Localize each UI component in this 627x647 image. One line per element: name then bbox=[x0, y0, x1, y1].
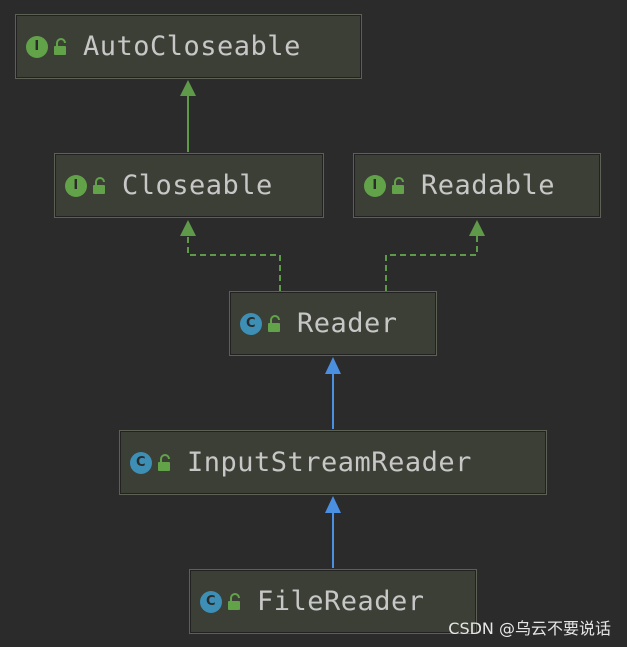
class-icon: C bbox=[130, 451, 152, 474]
edge-reader-closeable bbox=[187, 236, 281, 291]
interface-icon: I bbox=[65, 174, 87, 197]
class-icon: C bbox=[200, 590, 222, 613]
node-label: FileReader bbox=[257, 586, 425, 617]
unlocked-icon bbox=[158, 453, 170, 471]
node-autocloseable[interactable]: I AutoCloseable bbox=[15, 14, 362, 79]
node-reader[interactable]: C Reader bbox=[229, 291, 437, 356]
interface-icon: I bbox=[26, 35, 48, 58]
node-readable[interactable]: I Readable bbox=[353, 153, 601, 218]
abstract-class-icon: C bbox=[240, 312, 262, 335]
unlocked-icon bbox=[228, 592, 240, 610]
arrowhead-autocloseable bbox=[180, 80, 196, 96]
node-label: Readable bbox=[421, 170, 556, 201]
node-label: InputStreamReader bbox=[187, 447, 472, 478]
edge-reader-readable bbox=[385, 236, 478, 291]
node-label: Closeable bbox=[122, 170, 273, 201]
unlocked-icon bbox=[268, 314, 280, 332]
arrowhead-closeable bbox=[180, 220, 196, 236]
node-label: AutoCloseable bbox=[83, 31, 301, 62]
node-inputstreamreader[interactable]: C InputStreamReader bbox=[119, 430, 547, 495]
node-label: Reader bbox=[297, 308, 398, 339]
node-closeable[interactable]: I Closeable bbox=[54, 153, 324, 218]
interface-icon: I bbox=[364, 174, 386, 197]
arrowhead-reader bbox=[325, 357, 341, 374]
unlocked-icon bbox=[392, 176, 404, 194]
watermark: CSDN @乌云不要说话 bbox=[448, 619, 611, 638]
arrowhead-readable bbox=[469, 220, 485, 236]
arrowhead-inputstreamreader bbox=[325, 496, 341, 513]
unlocked-icon bbox=[93, 176, 105, 194]
node-filereader[interactable]: C FileReader bbox=[189, 569, 477, 634]
unlocked-icon bbox=[54, 37, 66, 55]
